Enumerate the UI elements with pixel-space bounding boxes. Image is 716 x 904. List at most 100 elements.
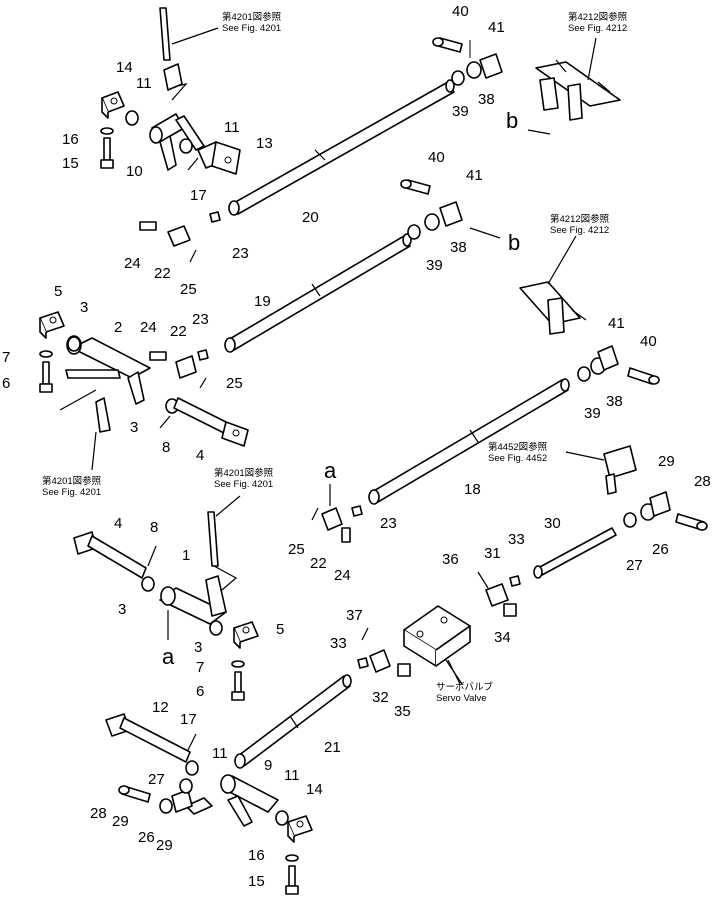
callout-6b: 6 <box>196 683 204 700</box>
leader-servo <box>447 659 461 685</box>
bracket-upper-right <box>535 59 621 121</box>
callout-35: 35 <box>394 703 411 720</box>
clevis-14-top <box>101 91 125 119</box>
joint-22-upper <box>139 211 221 263</box>
bushing-3-left-a <box>67 336 81 352</box>
callout-21: 21 <box>324 739 341 756</box>
bracket-right-middle <box>519 281 587 335</box>
callout-9: 9 <box>264 757 272 774</box>
bolt-6-center <box>231 660 245 701</box>
callout-24a: 24 <box>124 255 141 272</box>
callout-3a: 3 <box>80 299 88 316</box>
callout-24c: 24 <box>334 567 351 584</box>
leader-4212-mid <box>547 235 577 285</box>
joint-22-middle <box>149 349 209 389</box>
leader-b-mid <box>469 227 501 239</box>
letter-a-lower: a <box>324 458 337 483</box>
callout-8a: 8 <box>162 439 170 456</box>
callout-17a: 17 <box>190 187 207 204</box>
rod-18 <box>368 378 570 505</box>
callout-24b: 24 <box>140 319 157 336</box>
callout-8b: 8 <box>150 519 158 536</box>
arm-4-center <box>73 531 147 579</box>
clevis-14-lower <box>287 815 313 843</box>
callout-39a: 39 <box>452 103 469 120</box>
ref-4212-mid-en: See Fig. 4212 <box>550 225 609 236</box>
ref-4201-left-jp: 第4201図参照 <box>42 475 102 487</box>
ref-4201-top-jp: 第4201図参照 <box>222 11 282 23</box>
ref-4212-top-jp: 第4212図参照 <box>568 11 628 23</box>
callout-26a: 26 <box>652 541 669 558</box>
leader-4452 <box>565 451 605 461</box>
callout-4a: 4 <box>196 447 204 464</box>
callout-10: 10 <box>126 163 143 180</box>
servo-valve <box>403 605 471 685</box>
pin-17-lower <box>187 733 197 751</box>
callout-17b: 17 <box>180 711 197 728</box>
callout-40c: 40 <box>640 333 657 350</box>
callout-13: 13 <box>256 135 273 152</box>
rod-end-right <box>577 345 660 385</box>
leader-b-top <box>527 129 551 135</box>
rod-end-right-lower <box>623 491 708 531</box>
ref-4452-en: See Fig. 4452 <box>488 453 547 464</box>
callout-23b: 23 <box>192 311 209 328</box>
rod-20 <box>228 79 455 216</box>
letter-b-top: b <box>506 108 518 133</box>
joint-22-lower <box>311 505 363 543</box>
callout-33a: 33 <box>508 531 525 548</box>
clevis-5-center <box>233 621 259 649</box>
callout-28b: 28 <box>90 805 107 822</box>
callout-41b: 41 <box>466 167 483 184</box>
callout-22c: 22 <box>310 555 327 572</box>
leader-4201-center <box>215 495 241 517</box>
callout-20: 20 <box>302 209 319 226</box>
callout-5b: 5 <box>276 621 284 638</box>
rod-19 <box>224 233 412 353</box>
bushing-11-top-a <box>125 110 139 126</box>
callout-22b: 22 <box>170 323 187 340</box>
ref-4452-jp: 第4452図参照 <box>488 441 548 453</box>
callout-14a: 14 <box>116 59 133 76</box>
callout-16a: 16 <box>62 131 79 148</box>
callout-6a: 6 <box>2 375 10 392</box>
ref-4212-mid-jp: 第4212図参照 <box>550 213 610 225</box>
leader-4201-top <box>171 27 219 45</box>
bushing-11-lower-a <box>185 760 199 776</box>
bushing-11-lower-b <box>275 810 289 826</box>
ref-4201-top-en: See Fig. 4201 <box>222 23 281 34</box>
bolt-15-top <box>100 127 114 169</box>
callout-3b: 3 <box>130 419 138 436</box>
callout-15a: 15 <box>62 155 79 172</box>
callout-30: 30 <box>544 515 561 532</box>
ref-servo-en: Servo Valve <box>436 693 487 704</box>
callout-3d: 3 <box>194 639 202 656</box>
rod-end-lower-left <box>118 778 193 814</box>
bolt-15-lower <box>285 854 299 895</box>
lever-9 <box>185 774 279 827</box>
callout-3c: 3 <box>118 601 126 618</box>
callout-27b: 27 <box>148 771 165 788</box>
callout-18: 18 <box>464 481 481 498</box>
callout-38a: 38 <box>478 91 495 108</box>
callout-40b: 40 <box>428 149 445 166</box>
ref-4201-center-en: See Fig. 4201 <box>214 479 273 490</box>
bushing-3-center-a <box>141 576 155 592</box>
ref-servo-jp: サーボバルブ <box>436 681 494 693</box>
callout-7b: 7 <box>196 659 204 676</box>
callout-2: 2 <box>114 319 122 336</box>
callout-38c: 38 <box>606 393 623 410</box>
callout-25a: 25 <box>180 281 197 298</box>
callout-29c: 29 <box>156 837 173 854</box>
callout-19: 19 <box>254 293 271 310</box>
callout-5a: 5 <box>54 283 62 300</box>
callout-29b: 29 <box>112 813 129 830</box>
rod-end-middle <box>400 179 463 240</box>
callout-22a: 22 <box>154 265 171 282</box>
rod-30 <box>533 527 617 579</box>
callout-23a: 23 <box>232 245 249 262</box>
bushing-11-top-b <box>179 138 193 154</box>
callout-39c: 39 <box>584 405 601 422</box>
callout-34: 34 <box>494 629 511 646</box>
